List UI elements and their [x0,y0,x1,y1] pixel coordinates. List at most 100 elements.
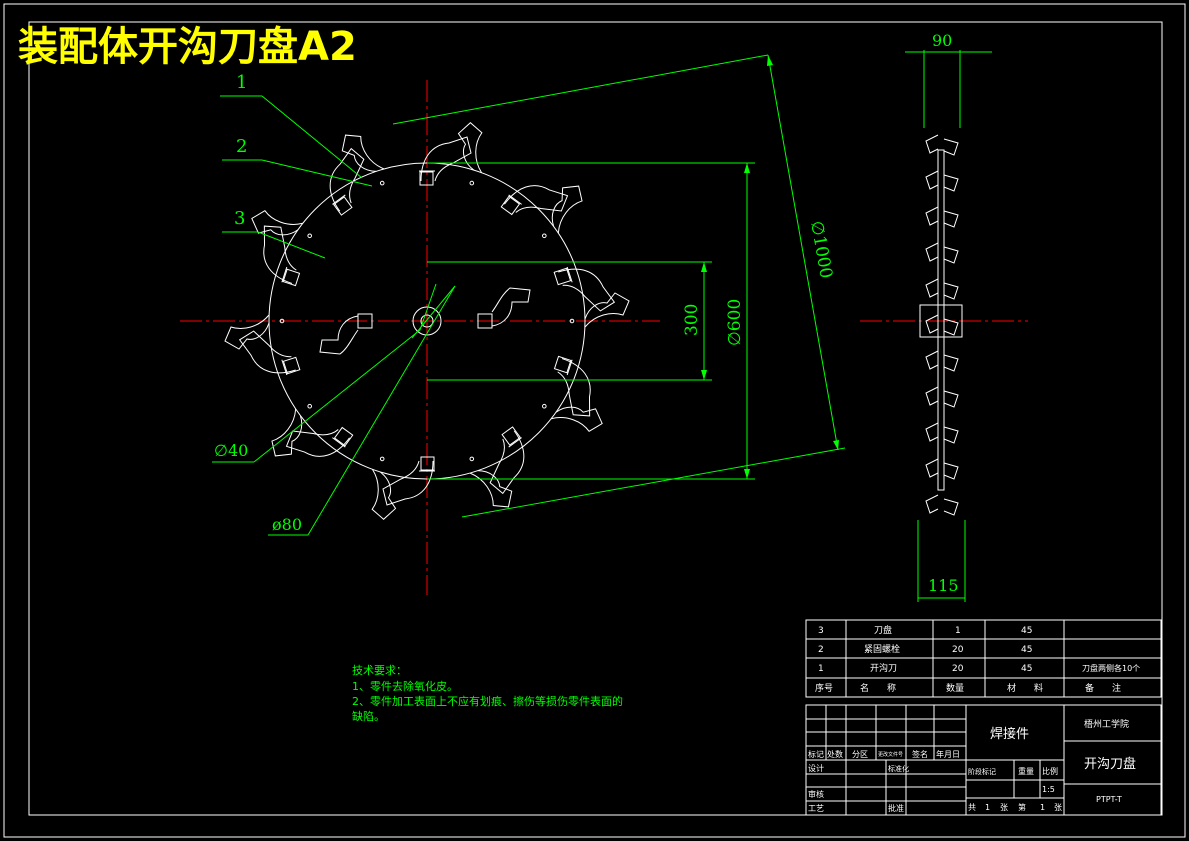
bom-r2-no: 2 [818,645,824,655]
bolt-hole [469,180,475,186]
outer-blade [285,426,354,457]
tb-school: 梧州工学院 [1084,718,1129,730]
drawing-title: 装配体开沟刀盘A2 [18,24,357,70]
side-blade [925,458,959,480]
notes-heading: 技术要求： [352,664,407,677]
bom-h-remark: 备 注 [1085,682,1121,694]
bolt-hole [307,403,312,409]
hub-outer-circle [412,306,442,336]
bom-r3-no: 1 [818,664,824,674]
phi40-arrow-line [419,283,437,331]
dim1000-label: ∅1000 [806,219,836,280]
outer-blade-back [371,469,397,520]
bolt-hole-group [279,180,575,462]
bom-r3-remark: 刀盘两侧各10个 [1082,663,1140,673]
outer-blade [419,136,472,186]
side-blade [925,314,959,336]
tb-h-mark: 标记 [808,749,824,759]
side-blade [925,170,959,192]
tb-sheet-no: 第 [1018,802,1026,812]
bom-r3-name: 开沟刀 [870,662,897,674]
bom-h-name: 名 称 [860,682,896,694]
bolt-hole [542,403,547,409]
notes-line-3: 缺陷。 [352,709,385,723]
inner-blade-left [319,313,373,355]
outer-blade-back [251,209,303,236]
bolt-hole [379,456,385,462]
side-blade [925,386,959,408]
outer-blade [382,456,435,506]
bom-table: 3 刀盘 1 45 2 紧固螺栓 20 45 1 开沟刀 20 45 刀盘两侧各… [805,619,1162,698]
phi80-arrow-line [411,285,456,339]
leader-2-line [261,159,373,187]
outer-blade-back [341,134,385,172]
side-blade-group [925,134,959,516]
tb-total: 共 [968,803,976,812]
bom-h-no: 序号 [815,682,833,694]
phi40-label: ∅40 [214,441,248,460]
side-blade [925,134,959,156]
dim600-label: ∅600 [725,299,745,346]
inner-blade-right [477,287,531,329]
tb-standard: 标准化 [888,764,909,773]
notes-line-2: 2、零件加工表面上不应有划痕、擦伤等损伤零件表面的 [352,694,623,708]
bom-r3-qty: 20 [952,664,964,674]
outer-blade-back [551,185,583,234]
tb-h-zone: 分区 [852,750,868,759]
phi40-leader [253,329,421,463]
tb-review: 审核 [808,789,824,799]
outer-frame [3,3,1186,838]
tb-sheets: 张 [1000,803,1008,812]
side-blade [925,494,959,516]
tb-part-type: 焊接件 [990,726,1029,742]
tb-h-date: 年月日 [936,749,960,759]
tb-n2: 1 [1040,803,1045,812]
leader-1-line [261,95,363,179]
bom-h-mat: 材 料 [1007,682,1043,694]
bolt-hole [307,233,312,239]
dim1000-ext-top [392,54,769,125]
leader-3-label: 3 [234,208,245,229]
outer-blade [553,355,591,417]
bolt-hole [279,318,285,324]
outer-blade [238,330,301,376]
bom-r1-name: 刀盘 [874,624,892,636]
leader-2-label: 2 [236,136,247,157]
dim1000-ext-bottom [461,447,846,518]
tb-h-doc: 更改文件号 [878,751,903,758]
outer-blade [329,147,365,216]
bom-h-qty: 数量 [946,682,964,694]
leader-3-line [257,231,326,259]
side-blade [925,422,959,444]
leader-1-label: 1 [236,72,247,93]
side-blade [925,350,959,372]
outer-blade [263,225,301,287]
tb-code: PTPT-T [1096,795,1122,804]
tb-ratio: 比例 [1042,766,1058,776]
inner-frame [28,21,1163,816]
bom-r2-qty: 20 [952,645,964,655]
side-hub [919,304,963,338]
outer-blade-back [469,470,513,508]
outer-blade-back [584,292,630,328]
outer-blade-back [224,314,270,350]
outer-blade-back [457,122,483,173]
blade-group [224,122,630,520]
bom-r3-mat: 45 [1021,664,1032,674]
outer-blade-back [551,406,603,433]
technical-notes: 技术要求： 1、零件去除氧化皮。 2、零件加工表面上不应有划痕、擦伤等损伤零件表… [352,664,623,723]
outer-blade [553,266,616,312]
hub-bore-circle [420,314,434,328]
tb-page: 张 [1054,803,1062,812]
bom-r1-qty: 1 [955,626,961,636]
bom-r2-mat: 45 [1021,645,1032,655]
bolt-hole [542,233,547,239]
side-blade [925,242,959,264]
tb-weight: 重量 [1018,766,1034,776]
side-view: 90 115 [860,31,1028,602]
side-disc-plate [937,149,945,491]
outer-blade [489,426,525,495]
tb-drawing-name: 开沟刀盘 [1084,756,1136,772]
tb-approve: 批准 [888,803,904,813]
